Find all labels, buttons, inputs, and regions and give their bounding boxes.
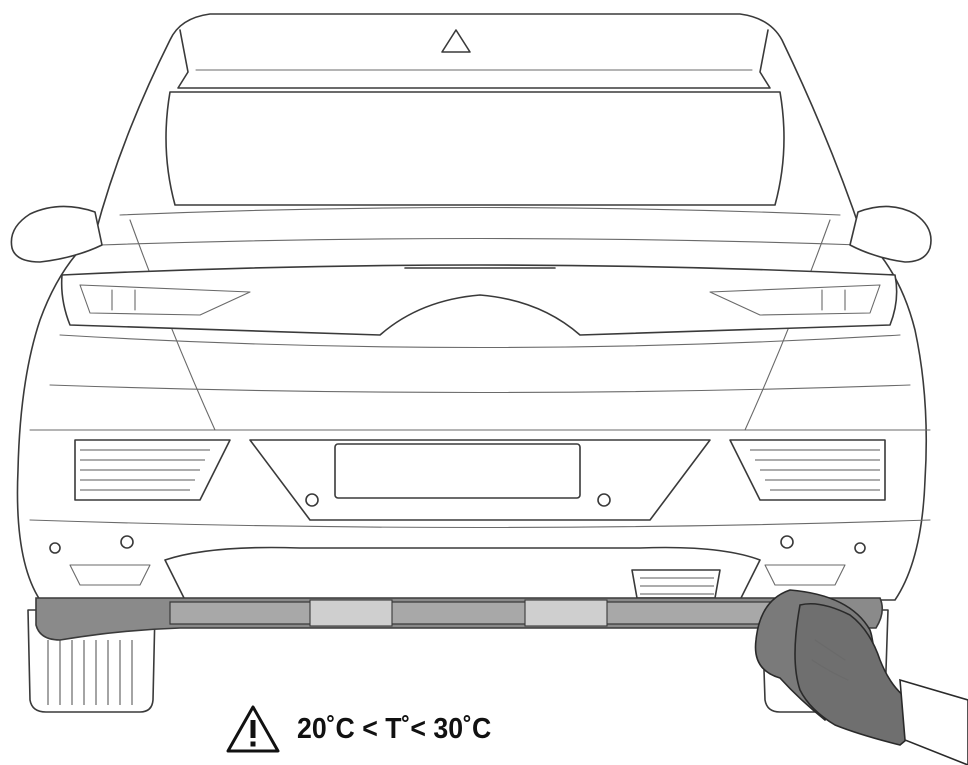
temperature-caption: 20˚C < T˚< 30˚C xyxy=(225,700,508,758)
temperature-range-text: 20˚C < T˚< 30˚C xyxy=(297,712,492,745)
gloved-hand-with-cloth xyxy=(754,589,968,765)
rear-bumper xyxy=(29,429,931,601)
lower-trim-strip xyxy=(35,597,884,641)
warning-triangle-icon xyxy=(226,705,280,753)
mirror-right xyxy=(849,205,932,263)
taillight-bar xyxy=(59,264,901,349)
license-plate-area xyxy=(334,443,581,499)
mirror-left xyxy=(10,205,103,263)
